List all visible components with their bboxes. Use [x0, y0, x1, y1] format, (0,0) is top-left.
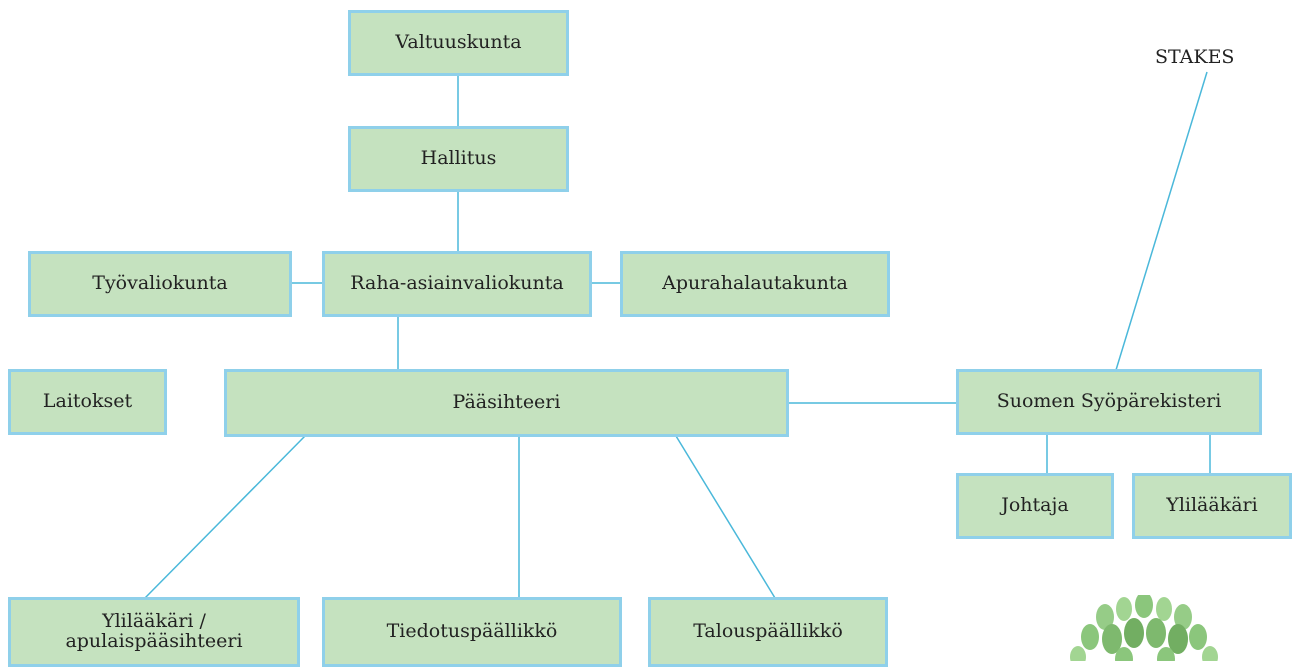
label-laitokset: Laitokset [42, 390, 133, 413]
box-valtuuskunta: Valtuuskunta [348, 10, 569, 76]
box-tyovaliokunta: Työvaliokunta [28, 251, 292, 317]
box-suomen-syoparekisteri: Suomen Syöpärekisteri [956, 369, 1262, 435]
label-apurahalautakunta: Apurahalautakunta [662, 272, 848, 295]
box-paasihteeri: Pääsihteeri [224, 369, 789, 437]
box-ylilaakari-registry: Ylilääkäri [1132, 473, 1292, 539]
connector-paasihteeri-talous [675, 435, 776, 599]
label-valtuuskunta: Valtuuskunta [395, 31, 522, 54]
label-talouspaallikko: Talouspäällikkö [693, 620, 843, 643]
box-tiedotuspaallikko: Tiedotuspäällikkö [322, 597, 622, 667]
label-stakes: STAKES [1155, 46, 1235, 68]
box-apurahalautakunta: Apurahalautakunta [620, 251, 890, 317]
leaf-cluster-logo [1070, 595, 1218, 661]
box-raha-asiainvaliokunta: Raha-asiainvaliokunta [322, 251, 592, 317]
box-johtaja: Johtaja [956, 473, 1114, 539]
box-hallitus: Hallitus [348, 126, 569, 192]
box-talouspaallikko: Talouspäällikkö [648, 597, 888, 667]
label-ylilaakari-apulais-line1: Ylilääkäri / [102, 610, 206, 633]
box-laitokset: Laitokset [8, 369, 167, 435]
label-johtaja: Johtaja [1001, 494, 1069, 517]
connector-paasihteeri-ylilaakari-apulais [144, 435, 306, 599]
label-tyovaliokunta: Työvaliokunta [92, 272, 228, 295]
label-ylilaakari-registry: Ylilääkäri [1166, 494, 1258, 517]
label-ylilaakari-apulais-line2: apulaispääsihteeri [65, 630, 243, 652]
label-raha-asiainvaliokunta: Raha-asiainvaliokunta [350, 272, 564, 295]
box-ylilaakari-apulaispaasihteeri: Ylilääkäri / apulaispääsihteeri [8, 597, 300, 667]
label-paasihteeri: Pääsihteeri [452, 391, 561, 414]
label-suomen-syoparekisteri: Suomen Syöpärekisteri [996, 390, 1222, 413]
connector-stakes-registry [1115, 71, 1208, 371]
label-hallitus: Hallitus [420, 147, 497, 170]
label-tiedotuspaallikko: Tiedotuspäällikkö [386, 620, 558, 643]
